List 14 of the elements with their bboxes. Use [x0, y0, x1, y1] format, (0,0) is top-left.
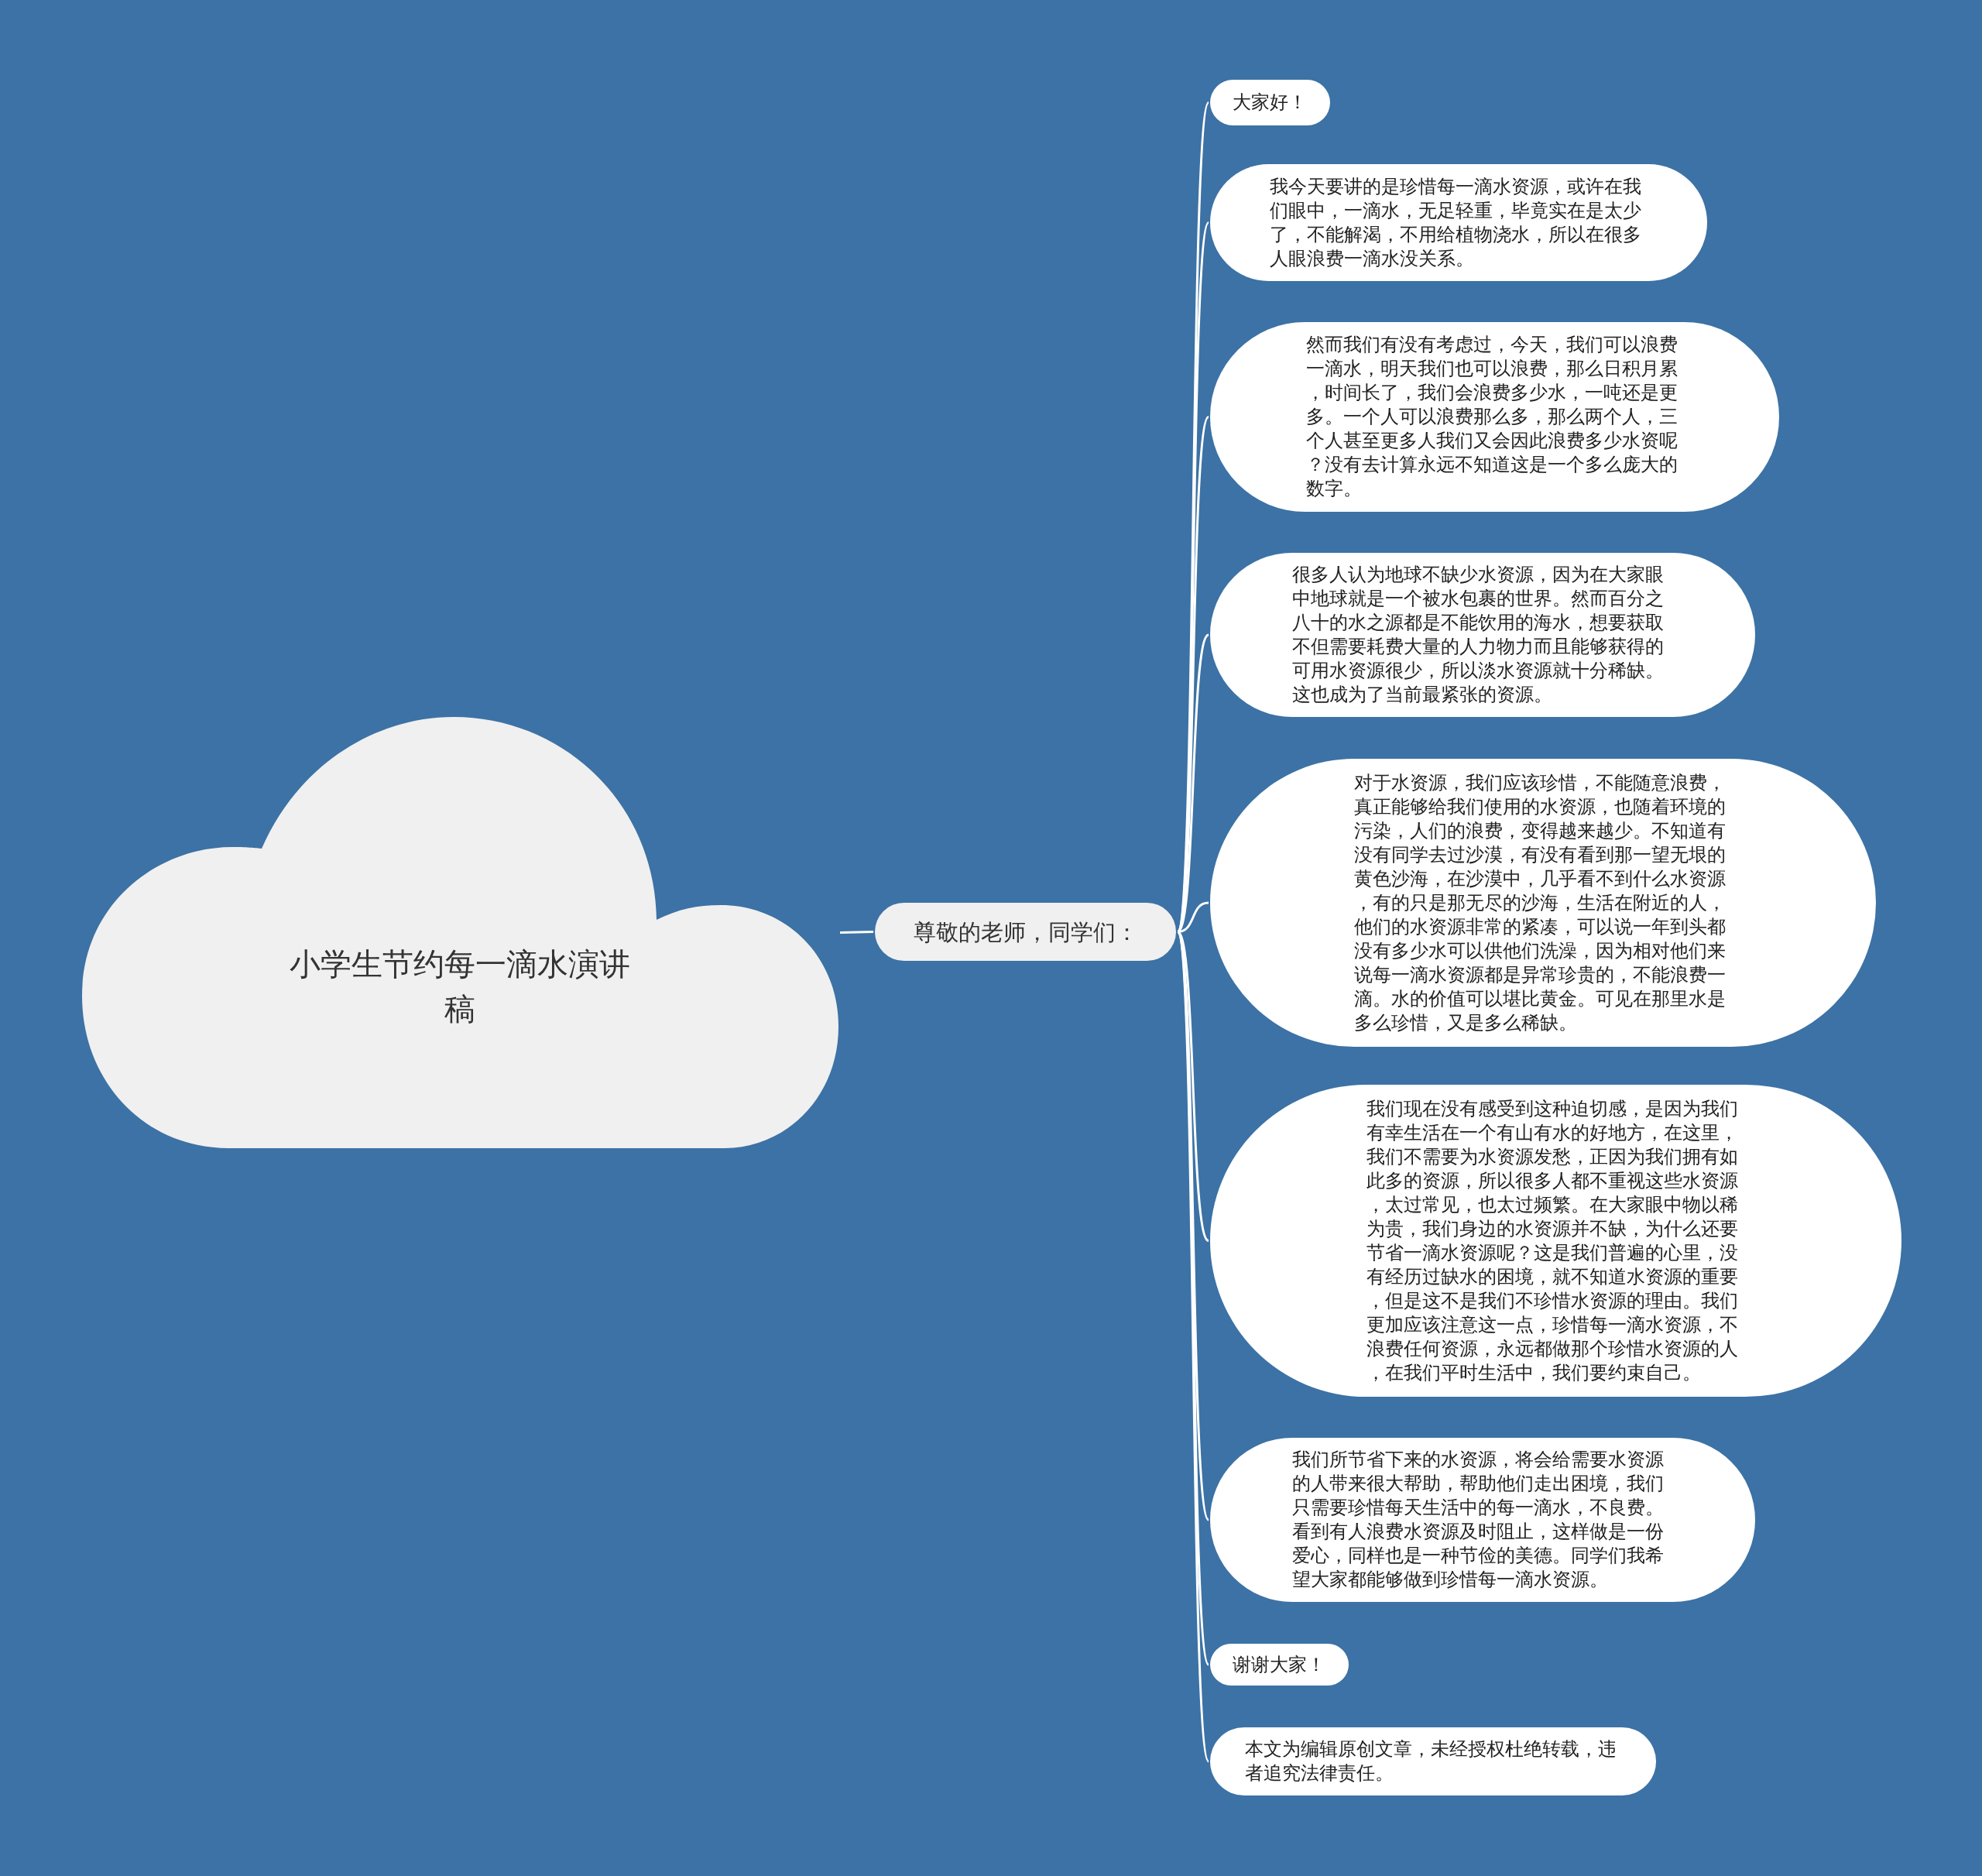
speech-pill: 大家好！ — [1210, 80, 1330, 125]
topic-title: 小学生节约每一滴水演讲稿 — [289, 945, 631, 1028]
speech-pill: 然而我们有没有考虑过，今天，我们可以浪费一滴水，明天我们也可以浪费，那么日积月累，时间长了，我们会浪费多少水，一吨还是更多。一个人可以浪费那么多，那么两个人，三个人甚至更多人我们又会因此浪费多少水资呢？没有去计算永远不知道这是一个多么庞大的数字。 — [1210, 322, 1779, 512]
branch-line — [1176, 931, 1210, 1242]
topic-pill: 尊敬的老师，同学们： — [875, 903, 1176, 961]
branch-line — [839, 931, 874, 934]
speech-pill: 谢谢大家！ — [1210, 1644, 1349, 1686]
speech-pill: 我今天要讲的是珍惜每一滴水资源，或许在我们眼中，一滴水，无足轻重，毕竟实在是太少了，不能解渴，不用给植物浇水，所以在很多人眼浪费一滴水没关系。 — [1210, 164, 1707, 281]
branch-line — [1176, 634, 1210, 933]
speech-pill: 本文为编辑原创文章，未经授权杜绝转载，违者追究法律责任。 — [1210, 1727, 1656, 1795]
speech-pill: 我们所节省下来的水资源，将会给需要水资源的人带来很大帮助，帮助他们走出困境，我们只需要珍惜每天生活中的每一滴水，不良费。看到有人浪费水资源及时阻止，这样做是一份爱心，同样也是一种节俭的美德。同学们我希望大家都能够做到珍惜每一滴水资源。 — [1210, 1438, 1755, 1602]
speech-pill: 我们现在没有感受到这种迫切感，是因为我们有幸生活在一个有山有水的好地方，在这里，我们不需要为水资源发愁，正因为我们拥有如此多的资源，所以很多人都不重视这些水资源，太过常见，也太过频繁。在大家眼中物以稀为贵，我们身边的水资源并不缺，为什么还要节省一滴水资源呢？这是我们普遍的心里，没有经历过缺水的困境，就不知道水资源的重要，但是这不是我们不珍惜水资源的理由。我们更加应该注意这一点，珍惜每一滴水资源，不浪费任何资源，永远都做那个珍惜水资源的人，在我们平时生活中，我们要约束自己。 — [1210, 1085, 1901, 1397]
speech-pill: 很多人认为地球不缺少水资源，因为在大家眼中地球就是一个被水包裹的世界。然而百分之八十的水之源都是不能饮用的海水，想要获取不但需要耗费大量的人力物力而且能够获得的可用水资源很少，所以淡水资源就十分稀缺。这也成为了当前最紧张的资源。 — [1210, 553, 1755, 717]
speech-pill: 对于水资源，我们应该珍惜，不能随意浪费，真正能够给我们使用的水资源，也随着环境的污染，人们的浪费，变得越来越少。不知道有没有同学去过沙漠，有没有看到那一望无垠的黄色沙海，在沙漠中，几乎看不到什么水资源，有的只是那无尽的沙海，生活在附近的人，他们的水资源非常的紧凑，可以说一年到头都没有多少水可以供他们洗澡，因为相对他们来说每一滴水资源都是异常珍贵的，不能浪费一滴。水的价值可以堪比黄金。可见在那里水是多么珍惜，又是多么稀缺。 — [1210, 759, 1876, 1047]
